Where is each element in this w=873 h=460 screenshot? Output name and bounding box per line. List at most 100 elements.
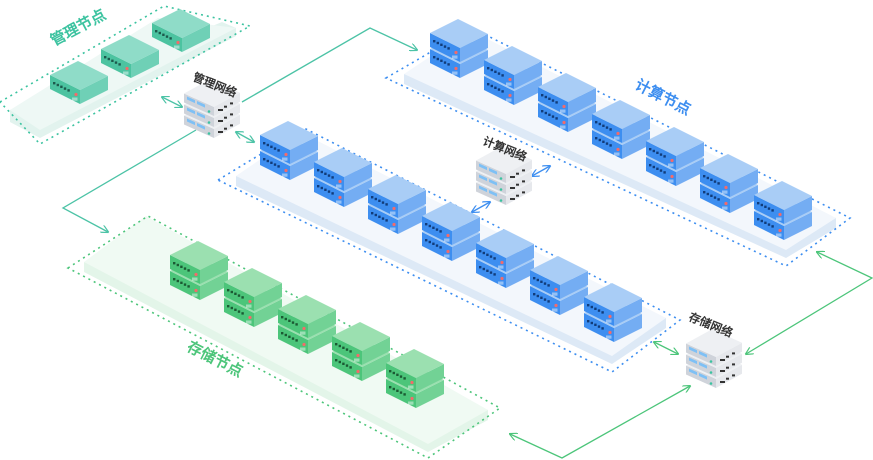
server-unit xyxy=(260,121,318,164)
status-led-icon xyxy=(248,299,252,304)
server-side-face xyxy=(131,50,159,78)
port-icon xyxy=(767,223,771,226)
port-icon xyxy=(602,140,605,143)
server-top-face xyxy=(152,9,210,38)
port-icon xyxy=(760,219,763,223)
switch-led-icon xyxy=(499,177,503,180)
port-icon xyxy=(403,377,406,380)
switch-led-icon xyxy=(709,371,713,374)
port-icon xyxy=(771,225,774,228)
port-icon xyxy=(345,364,349,367)
switch-port-icon xyxy=(522,169,525,172)
server-side-face xyxy=(514,61,542,89)
server-stack xyxy=(592,100,650,159)
link-mgmt-to-compute-lower xyxy=(236,132,254,142)
switch-bay-icon xyxy=(197,112,205,119)
switch-bay-icon xyxy=(689,346,697,354)
port-icon xyxy=(396,389,399,392)
port-icon xyxy=(399,391,403,394)
link-storage-net-to-compute-lower xyxy=(654,342,678,354)
link-mgmt-to-compute-upper xyxy=(241,27,417,103)
port-icon xyxy=(104,56,107,59)
port-icon xyxy=(263,158,266,161)
server-top-face xyxy=(332,322,390,351)
status-led-icon xyxy=(284,168,288,173)
port-icon xyxy=(548,113,551,116)
port-icon xyxy=(659,153,663,156)
switch-bay-icon xyxy=(187,107,195,115)
port-icon xyxy=(327,190,331,193)
port-icon xyxy=(374,213,377,217)
link-storage-net-to-compute-upper xyxy=(746,252,873,354)
drive-bay-icon xyxy=(776,217,782,221)
port-icon xyxy=(335,359,338,362)
status-led-icon xyxy=(562,104,566,109)
port-icon xyxy=(378,215,381,218)
server-side-face xyxy=(362,353,390,381)
server-stack xyxy=(50,61,108,104)
server-side-face xyxy=(460,34,488,62)
drive-bay-icon xyxy=(246,304,252,308)
port-icon xyxy=(597,309,601,312)
server-unit xyxy=(152,9,210,52)
status-led-icon xyxy=(338,195,342,200)
port-icon xyxy=(706,176,709,180)
status-led-icon xyxy=(724,201,728,206)
server-top-face xyxy=(530,256,588,285)
drive-bay-icon xyxy=(192,293,198,297)
switch-bay-icon xyxy=(489,179,497,186)
compute-network-switch xyxy=(476,146,532,205)
switch-bay-icon xyxy=(187,96,195,104)
switch-port-icon xyxy=(230,124,233,127)
server-side-face xyxy=(452,217,480,245)
port-icon xyxy=(544,95,547,99)
port-icon xyxy=(56,83,59,87)
server-side-face xyxy=(560,271,588,299)
port-icon xyxy=(494,86,497,89)
port-icon xyxy=(439,230,442,233)
port-icon xyxy=(385,203,388,206)
status-led-icon xyxy=(74,92,78,97)
switch-bay-icon xyxy=(699,362,707,369)
port-icon xyxy=(764,221,767,224)
drive-bay-icon xyxy=(452,55,458,59)
port-icon xyxy=(237,310,241,313)
port-icon xyxy=(237,294,241,297)
switch-port-icon xyxy=(732,363,735,366)
server-side-face xyxy=(398,206,426,234)
port-icon xyxy=(605,126,609,129)
port-icon xyxy=(710,178,713,181)
port-icon xyxy=(183,267,187,270)
port-icon xyxy=(541,94,544,97)
port-icon xyxy=(176,263,179,267)
server-side-face xyxy=(784,212,812,240)
port-icon xyxy=(324,172,327,175)
link-compute-net-to-compute-upper xyxy=(532,166,550,176)
server-unit xyxy=(422,202,480,245)
server-side-face xyxy=(308,326,336,354)
server-side-face xyxy=(568,88,596,116)
server-side-face xyxy=(452,233,480,261)
port-icon xyxy=(435,228,439,231)
link-mgmt-to-management-nodes xyxy=(162,97,182,107)
port-icon xyxy=(652,165,655,169)
switch-port-icon xyxy=(516,183,519,186)
port-icon xyxy=(590,305,593,309)
server-stack xyxy=(476,229,534,288)
port-icon xyxy=(389,386,392,389)
port-icon xyxy=(266,143,269,147)
port-icon xyxy=(543,298,547,301)
link-compute-net-to-compute-lower xyxy=(472,202,490,212)
status-led-icon xyxy=(302,342,306,347)
switch-port-icon xyxy=(230,102,233,105)
port-icon xyxy=(187,285,190,288)
server-top-face xyxy=(50,61,108,90)
server-unit xyxy=(538,73,596,116)
switch-led-icon xyxy=(207,121,211,124)
server-side-face xyxy=(730,169,758,197)
port-icon xyxy=(443,45,447,48)
switch-bay-icon xyxy=(699,373,707,380)
status-led-icon xyxy=(670,174,674,179)
port-icon xyxy=(281,332,284,335)
port-icon xyxy=(428,224,431,228)
